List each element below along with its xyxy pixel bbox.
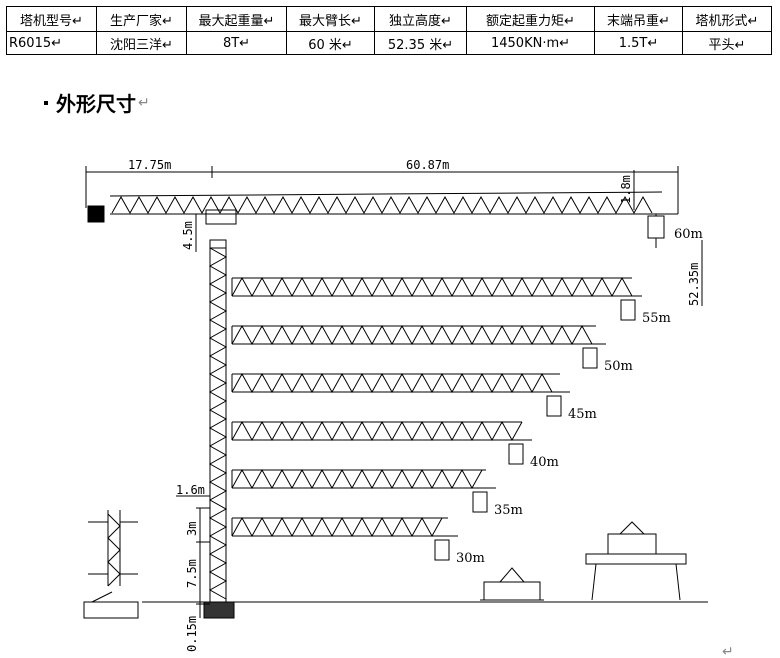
alternative-jibs: 55m 50m 45m 40m 35m 30m [231, 276, 671, 566]
dim-top-height: 1.8m [619, 175, 633, 204]
detail-footing [83, 601, 139, 619]
bullet-icon [44, 100, 48, 105]
paragraph-mark: ↵ [138, 94, 150, 111]
counterweight-block [87, 205, 105, 223]
table-header-row: 塔机型号↵ 生产厂家↵ 最大起重量↵ 最大臂长↵ 独立高度↵ 额定起重力矩↵ 末… [6, 6, 772, 32]
hook-block-60 [647, 215, 665, 239]
jib-length-label: 55m [642, 311, 671, 326]
jib-length-label: 50m [604, 359, 633, 374]
hook-block [508, 443, 524, 465]
table-row: R6015↵ 沈阳三洋↵ 8T↵ 60 米↵ 52.35 米↵ 1450KN·m… [6, 31, 772, 55]
value-cell: 平头↵ [682, 31, 772, 55]
tower-mast [203, 239, 235, 619]
jib-length-label: 35m [494, 503, 523, 518]
hook-block [546, 395, 562, 417]
mast-section-detail [83, 510, 139, 619]
header-cell: 塔机型号↵ [6, 6, 97, 32]
hook-block [582, 347, 598, 369]
gantry-crane [585, 521, 687, 601]
dim-independent-height: 52.35m [687, 263, 701, 306]
dim-head: 4.5m [181, 221, 195, 250]
ground-crane-small [480, 567, 544, 601]
dim-jib: 60.87m [406, 158, 449, 172]
head-dimension: 4.5m [181, 214, 197, 252]
independent-height-dimension: 52.35m [687, 240, 703, 306]
alt-jib: 45m [231, 372, 597, 422]
main-jib: 60m [87, 191, 703, 248]
alt-jib: 55m [231, 276, 671, 326]
header-cell: 塔机形式↵ [682, 6, 772, 32]
header-cell: 末端吊重↵ [594, 6, 683, 32]
value-cell: R6015↵ [6, 31, 97, 55]
hook-block [472, 491, 488, 513]
value-cell: 1450KN·m↵ [466, 31, 595, 55]
spec-table: 塔机型号↵ 生产厂家↵ 最大起重量↵ 最大臂长↵ 独立高度↵ 额定起重力矩↵ 末… [6, 6, 772, 55]
dim-3: 3m [185, 522, 199, 536]
value-cell: 8T↵ [186, 31, 287, 55]
alt-jib: 35m [231, 468, 523, 518]
alt-jib: 40m [231, 420, 559, 470]
crane-dimension-drawing: 17.75m 60.87m 1.8m 60m 4.5m 52.35m 55m 50… [83, 158, 734, 658]
top-dimension: 17.75m 60.87m [85, 158, 679, 214]
value-cell: 60 米↵ [286, 31, 375, 55]
header-cell: 生产厂家↵ [96, 6, 187, 32]
alt-jib: 30m [231, 516, 485, 566]
dim-counter-jib: 17.75m [128, 158, 171, 172]
header-cell: 最大起重量↵ [186, 6, 287, 32]
dim-7-5: 7.5m [185, 559, 199, 588]
alt-jib: 50m [231, 324, 633, 374]
dim-0-15: 0.15m [185, 616, 199, 652]
left-dimensions: 1.6m 3m 7.5m 0.15m [176, 483, 210, 652]
section-title-text: 外形尺寸 [56, 92, 136, 116]
jib-length-label: 60m [674, 227, 703, 242]
jib-length-label: 30m [456, 551, 485, 566]
header-cell: 独立高度↵ [374, 6, 467, 32]
dim-1-6: 1.6m [176, 483, 205, 497]
mast-truss [208, 247, 228, 600]
bottom-paragraph-mark: ↵ [722, 644, 734, 658]
header-cell: 额定起重力矩↵ [466, 6, 595, 32]
slewing-unit [205, 209, 237, 225]
main-jib-truss [111, 195, 653, 215]
top-height-dimension: 1.8m [619, 170, 635, 210]
jib-length-label: 45m [568, 407, 597, 422]
jib-length-label: 40m [530, 455, 559, 470]
section-title: 外形尺寸 ↵ [44, 88, 150, 117]
header-cell: 最大臂长↵ [286, 6, 375, 32]
value-cell: 52.35 米↵ [374, 31, 467, 55]
value-cell: 1.5T↵ [594, 31, 683, 55]
hook-block [620, 299, 636, 321]
hook-block [434, 539, 450, 561]
value-cell: 沈阳三洋↵ [96, 31, 187, 55]
